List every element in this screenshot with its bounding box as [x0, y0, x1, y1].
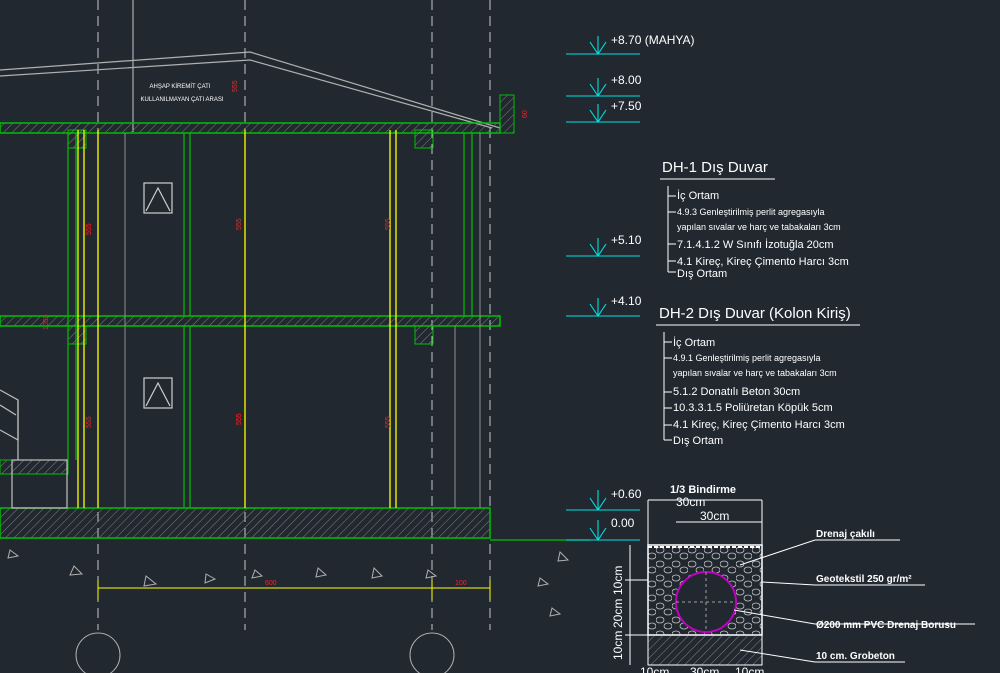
level-label: +5.10 — [611, 233, 642, 247]
ground-hatch — [7, 549, 570, 673]
level-label: +7.50 — [611, 99, 642, 113]
svg-text:Drenaj çakılı: Drenaj çakılı — [816, 529, 875, 540]
svg-text:10.3.3.1.5 Poliüretan Köpük 5c: 10.3.3.1.5 Poliüretan Köpük 5cm — [673, 402, 833, 414]
svg-text:30cm: 30cm — [700, 509, 729, 523]
svg-text:10cm: 10cm — [735, 665, 764, 673]
level-label: +8.00 — [611, 73, 642, 87]
svg-text:İç Ortam: İç Ortam — [677, 189, 719, 202]
horizontal-dim: 600 100 — [97, 580, 491, 600]
svg-text:5.1.2 Donatılı Beton 30cm: 5.1.2 Donatılı Beton 30cm — [673, 386, 800, 398]
columns — [77, 130, 397, 508]
roof-label-1: AHŞAP KİREMİT ÇATI — [149, 83, 210, 90]
svg-text:Ø200 mm PVC Drenaj Borusu: Ø200 mm PVC Drenaj Borusu — [816, 620, 956, 631]
walls — [67, 133, 473, 508]
svg-text:555: 555 — [236, 218, 243, 230]
svg-text:30cm: 30cm — [676, 495, 705, 509]
svg-text:20cm: 20cm — [611, 599, 625, 628]
svg-text:555: 555 — [236, 413, 243, 425]
svg-text:10cm: 10cm — [640, 665, 669, 673]
slabs — [0, 94, 515, 539]
svg-text:1055: 1055 — [43, 314, 50, 330]
axis-lines — [97, 0, 491, 630]
drain-title: 1/3 Bindirme — [670, 484, 736, 496]
svg-text:4.9.1 Genleştirilmiş perlit ag: 4.9.1 Genleştirilmiş perlit agregasıyla — [673, 353, 821, 363]
level-labels: +8.70 (MAHYA) +8.00 +7.50 +5.10 +4.10 +0… — [611, 33, 694, 530]
inner-lines — [124, 133, 481, 508]
level-label: +0.60 — [611, 487, 642, 501]
level-markers — [566, 36, 640, 541]
svg-text:555: 555 — [86, 416, 93, 428]
dh1-legend: DH-1 Dış Duvar İç Ortam 4.9.3 Genleştiri… — [660, 159, 849, 280]
roof-label-2: KULLANILMAYAN ÇATI ARASI — [140, 97, 223, 103]
window-icon — [143, 182, 173, 409]
svg-text:İç Ortam: İç Ortam — [673, 336, 715, 349]
dh2-legend: DH-2 Dış Duvar (Kolon Kiriş) İç Ortam 4.… — [656, 305, 860, 447]
svg-text:4.1 Kireç, Kireç Çimento Harcı: 4.1 Kireç, Kireç Çimento Harcı 3cm — [673, 419, 845, 431]
level-label: +8.70 (MAHYA) — [611, 33, 694, 47]
roof — [0, 51, 501, 129]
svg-text:10 cm. Grobeton: 10 cm. Grobeton — [816, 651, 895, 662]
svg-text:4.1 Kireç, Kireç Çimento Harcı: 4.1 Kireç, Kireç Çimento Harcı 3cm — [677, 256, 849, 268]
svg-text:60: 60 — [522, 110, 529, 118]
red-dims: 555 555 555 555 555 555 555 1055 60 — [43, 80, 529, 428]
svg-text:30cm: 30cm — [690, 665, 719, 673]
level-label: +4.10 — [611, 294, 642, 308]
svg-text:100: 100 — [455, 580, 467, 587]
svg-text:7.1.4.1.2 W Sınıfı İzotuğla 20: 7.1.4.1.2 W Sınıfı İzotuğla 20cm — [677, 238, 834, 251]
svg-text:555: 555 — [232, 80, 239, 92]
svg-text:Geotekstil 250 gr/m²: Geotekstil 250 gr/m² — [816, 574, 912, 585]
svg-text:10cm: 10cm — [611, 566, 625, 595]
svg-text:yapılan sıvalar ve harç ve tab: yapılan sıvalar ve harç ve tabakaları 3c… — [673, 368, 837, 378]
svg-text:Dış Ortam: Dış Ortam — [673, 435, 723, 447]
svg-text:555: 555 — [385, 416, 392, 428]
svg-text:10cm: 10cm — [611, 631, 625, 660]
level-label: 0.00 — [611, 516, 635, 530]
dh1-title: DH-1 Dış Duvar — [662, 159, 768, 176]
svg-text:Dış Ortam: Dış Ortam — [677, 268, 727, 280]
svg-text:555: 555 — [385, 218, 392, 230]
svg-text:4.9.3 Genleştirilmiş perlit ag: 4.9.3 Genleştirilmiş perlit agregasıyla — [677, 207, 825, 217]
svg-text:yapılan sıvalar ve harç ve tab: yapılan sıvalar ve harç ve tabakaları 3c… — [677, 222, 841, 232]
drain-detail: 1/3 Bindirme 30cm 30cm 10cm 20cm 10cm 10… — [611, 484, 975, 673]
svg-text:555: 555 — [86, 223, 93, 235]
stairs — [0, 389, 68, 509]
dh2-title: DH-2 Dış Duvar (Kolon Kiriş) — [659, 305, 851, 322]
svg-text:600: 600 — [265, 580, 277, 587]
